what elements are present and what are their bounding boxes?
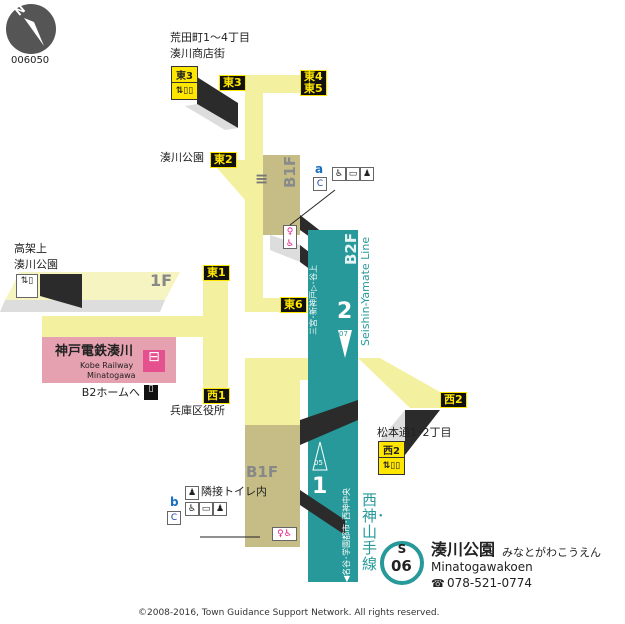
exit-e4-label: 東4 [304, 70, 323, 83]
kobe-railway-en-2: Minatogawa [87, 371, 136, 380]
platform2-direction: 三宮･新神戸▷･谷上 [309, 264, 318, 335]
ostomate-icon: ♟ [185, 486, 199, 500]
label-elevated-2: 湊川公園 [14, 258, 58, 271]
facility-group-b: b [170, 495, 179, 509]
floor-b1-top: B1F [281, 155, 299, 188]
ostomate-icon: ♟ [213, 502, 227, 516]
elevator-icon: ⇅▯▯ [172, 82, 197, 99]
exit-w1-badge[interactable]: 西1 [203, 388, 230, 404]
floor-1f: 1F [150, 271, 173, 290]
exit-w2-sign-label: 西2 [383, 446, 400, 457]
map-code: 006050 [11, 55, 50, 66]
platform1-number: 1 [312, 474, 328, 499]
exit-e2-badge[interactable]: 東2 [210, 152, 237, 168]
corridor-vertical [245, 75, 263, 312]
arrow-up-icon [312, 441, 328, 471]
station-name-ja: 湊川公園 [431, 540, 496, 559]
train-icon: ⊟ [143, 349, 165, 372]
station-code-number: 06 [391, 557, 412, 575]
platform1-direction: ◀名谷･学園都市･西神中央 [342, 487, 351, 582]
elevator-icon: ▯ [144, 384, 158, 400]
exit-e1-badge[interactable]: 東1 [203, 265, 230, 281]
exit-w2-badge[interactable]: 西2 [440, 392, 467, 408]
label-adjacent-toilet: 隣接トイレ内 [201, 485, 267, 498]
exit-e3-sign-label: 東3 [176, 71, 193, 82]
platform2-number: 2 [337, 299, 353, 324]
station-code-letter: S [397, 542, 407, 556]
station-number-circle [380, 541, 424, 585]
station-name-en: Minatogawakoen [431, 560, 533, 574]
corridor-e1-w1 [203, 278, 228, 390]
platform2-car: 07 [339, 330, 348, 338]
corridor-west [42, 316, 228, 337]
b1-bottom-block [245, 425, 300, 547]
label-park: 湊川公園 [160, 151, 204, 164]
exit-e3-badge[interactable]: 東3 [219, 75, 246, 91]
toilet-icon: ♀♿ [283, 225, 297, 249]
exit-e5-label: 東5 [304, 82, 323, 95]
stair-platform1-upper [300, 400, 358, 445]
platform1-car: 05 [314, 459, 323, 467]
label-elevated-1: 高架上 [14, 242, 47, 255]
elevator-icon: ⇅▯ [16, 274, 38, 298]
station-name-kana: みなとがわこうえん [502, 546, 601, 559]
ostomate-icon: ♟ [360, 167, 374, 181]
kobe-railway-name: 神戸電鉄湊川 [55, 344, 134, 359]
label-shotengai: 湊川商店街 [170, 47, 225, 60]
facility-group-a: a [315, 162, 324, 176]
arrow-down-icon [338, 330, 352, 358]
label-aratacho: 荒田町1〜4丁目 [170, 31, 250, 44]
floor-b1-bottom: B1F [246, 463, 279, 481]
exit-e6-badge[interactable]: 東6 [280, 297, 307, 313]
station-phone: 078-521-0774 [447, 576, 533, 590]
label-matsumoto: 松本通1･2丁目 [377, 426, 452, 439]
baby-bed-icon: ▭ [346, 167, 360, 181]
line-name-en: Seishin-Yamate Line [359, 236, 372, 346]
stair-platform1-lower [300, 490, 345, 535]
stair-e3 [197, 77, 238, 128]
stair-w2 [405, 410, 440, 455]
phone-icon: ☎ [431, 577, 445, 590]
baby-bed-icon: ▭ [199, 502, 213, 516]
stairs-icon: ≡ [255, 169, 269, 188]
corridor-w2 [358, 358, 440, 408]
kobe-railway-en-1: Kobe Railway [80, 361, 134, 370]
label-b2-home: B2ホームへ [81, 386, 140, 399]
label-ward-office: 兵庫区役所 [170, 404, 225, 417]
magnet-ic-icon: C [167, 511, 181, 525]
line-name-ja: 西神･山手線 [362, 491, 385, 573]
wheelchair-icon: ♿ [185, 502, 199, 516]
toilet-icon: ♀♿ [272, 527, 297, 541]
floor-b2: B2F [342, 232, 360, 265]
compass-needle-icon [24, 18, 44, 46]
exit-w2-sign: 西2⇅▯▯ [378, 441, 405, 475]
copyright: ©2008-2016, Town Guidance Support Networ… [138, 608, 440, 618]
wheelchair-icon: ♿ [332, 167, 346, 181]
exit-e3-sign: 東3⇅▯▯ [171, 66, 198, 100]
magnet-ic-icon: C [313, 177, 327, 191]
stair-1f [40, 274, 82, 308]
elevator-icon: ⇅▯▯ [379, 457, 404, 474]
compass [6, 4, 56, 54]
